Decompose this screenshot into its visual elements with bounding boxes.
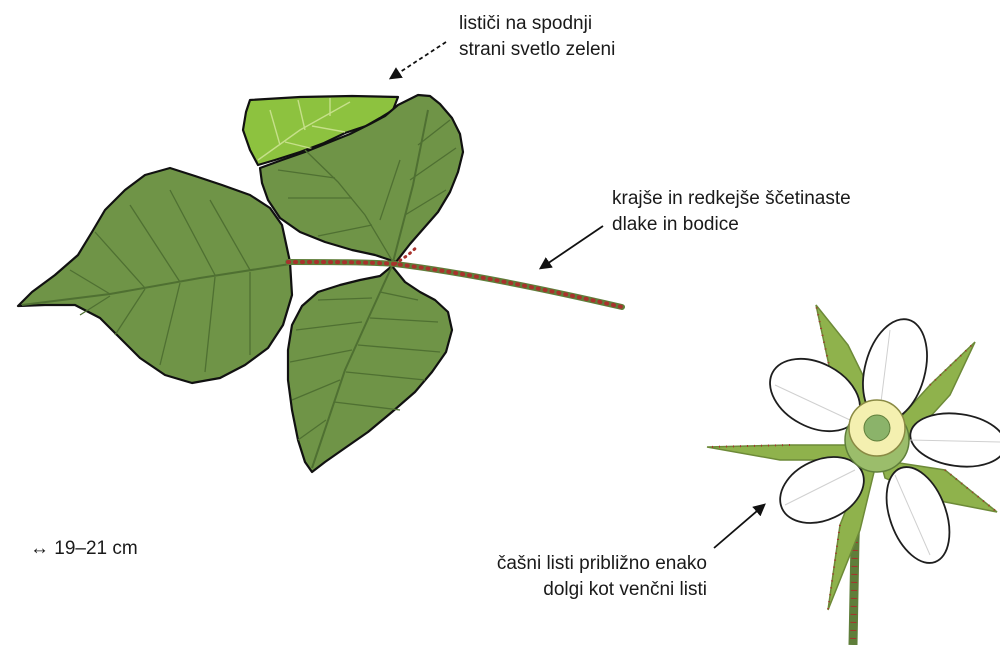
label-underside-line2: strani svetlo zeleni: [459, 37, 615, 63]
label-underside: lističi na spodnji strani svetlo zeleni: [459, 11, 615, 63]
arrow-hairs: [541, 226, 603, 268]
leaflet-left: [18, 168, 292, 383]
label-sepals-line1: čašni listi približno enako: [420, 551, 707, 577]
label-underside-line1: lističi na spodnji: [459, 11, 615, 37]
compound-leaf: [18, 95, 622, 472]
scale-label: ↔ 19–21 cm: [30, 536, 138, 562]
arrow-underside: [391, 42, 446, 78]
leaflet-bottom: [288, 266, 452, 472]
label-hairs: krajše in redkejše ščetinaste dlake in b…: [612, 186, 851, 238]
arrow-sepals: [714, 505, 764, 548]
flower: [707, 305, 1000, 645]
label-sepals-line2: dolgi kot venčni listi: [420, 577, 707, 603]
label-hairs-line1: krajše in redkejše ščetinaste: [612, 186, 851, 212]
label-hairs-line2: dlake in bodice: [612, 212, 851, 238]
pistils: [864, 415, 890, 441]
label-sepals: čašni listi približno enako dolgi kot ve…: [420, 551, 707, 603]
